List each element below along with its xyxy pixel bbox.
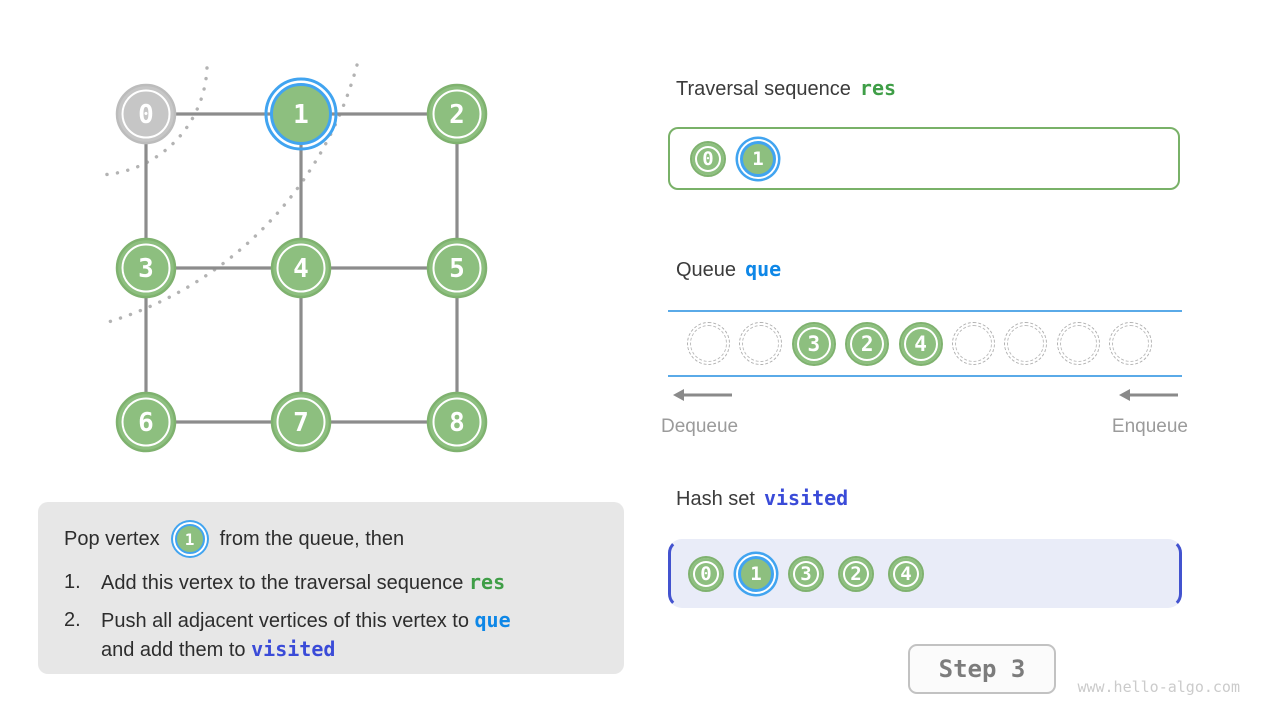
- instruction-panel: Pop vertex 1 from the queue, then 1. Add…: [38, 502, 624, 674]
- traversal-section-title: Traversal sequence res: [676, 76, 896, 101]
- svg-text:8: 8: [449, 408, 465, 438]
- instruction-step-1-number: 1.: [64, 571, 81, 593]
- watermark-text: www.hello-algo.com: [1077, 678, 1240, 696]
- instruction-current-vertex-chip: 1: [174, 524, 205, 554]
- hashset-title-text: Hash set: [676, 488, 755, 510]
- queue-slot-empty: [951, 322, 995, 365]
- traversal-vertex-1-current: 1: [740, 140, 776, 177]
- instruction-step-1: 1. Add this vertex to the traversal sequ…: [64, 568, 598, 597]
- enqueue-label: Enqueue: [1111, 416, 1188, 437]
- hashset-vertex-4: 4: [888, 555, 924, 592]
- svg-text:5: 5: [449, 254, 465, 284]
- svg-text:4: 4: [293, 254, 309, 284]
- step-button[interactable]: Step 3: [908, 644, 1056, 694]
- instruction-code-res: res: [468, 570, 506, 594]
- queue-slot-vertex: 2: [845, 321, 890, 366]
- instruction-code-que: que: [474, 608, 511, 632]
- graph-node-4: 4: [270, 237, 332, 299]
- queue-band: 3 2 4: [668, 310, 1182, 377]
- bfs-wavefront-arc-inner: [98, 66, 209, 177]
- svg-text:0: 0: [138, 100, 154, 130]
- instruction-step-2-text: Push all adjacent vertices of this verte…: [101, 608, 511, 661]
- queue-slot-empty: [687, 322, 730, 365]
- svg-text:2: 2: [449, 100, 465, 130]
- traversal-code-res: res: [859, 76, 897, 100]
- graph-node-2: 2: [426, 83, 488, 145]
- instruction-step-2: 2. Push all adjacent vertices of this ve…: [64, 606, 598, 664]
- svg-text:6: 6: [138, 408, 154, 438]
- graph-node-6: 6: [115, 391, 177, 453]
- graph-node-0: 0: [115, 83, 177, 145]
- queue-slot-vertex: 4: [898, 321, 943, 366]
- queue-slot-vertex: 3: [791, 321, 836, 366]
- traversal-title-text: Traversal sequence: [676, 78, 851, 100]
- traversal-vertex-0: 0: [690, 140, 726, 177]
- svg-text:3: 3: [138, 254, 154, 284]
- instruction-step-2-number: 2.: [64, 609, 81, 631]
- svg-text:7: 7: [293, 408, 309, 438]
- queue-slot-empty: [1109, 322, 1153, 365]
- dequeue-arrow-icon: [673, 389, 732, 401]
- dequeue-label: Dequeue: [661, 416, 739, 437]
- hashset-box: 0 1 3 2 4: [668, 539, 1182, 608]
- queue-slot-empty: [1056, 322, 1100, 365]
- graph-node-3: 3: [115, 237, 177, 299]
- instruction-intro: Pop vertex 1 from the queue, then: [64, 519, 598, 559]
- svg-text:1: 1: [293, 100, 309, 130]
- traversal-sequence-box: 0 1: [668, 127, 1180, 190]
- queue-title-text: Queue: [676, 259, 737, 281]
- queue-slot-empty: [1004, 322, 1048, 365]
- hashset-section-title: Hash set visited: [676, 486, 848, 511]
- instruction-intro-post: from the queue, then: [219, 527, 405, 550]
- graph-node-7: 7: [270, 391, 332, 453]
- hashset-vertex-1-current: 1: [738, 555, 774, 592]
- hashset-vertex-2: 2: [838, 555, 874, 592]
- graph-node-8: 8: [426, 391, 488, 453]
- queue-code-que: que: [745, 257, 782, 281]
- hashset-vertex-0: 0: [688, 555, 724, 592]
- bfs-graph: 0 1 2 3 4 5: [98, 63, 488, 453]
- hashset-code-visited: visited: [763, 486, 849, 510]
- queue-section-title: Queue que: [676, 257, 781, 282]
- instruction-step-1-text: Add this vertex to the traversal sequenc…: [101, 570, 506, 594]
- graph-node-1: 1: [264, 77, 338, 151]
- instruction-code-visited: visited: [251, 637, 336, 661]
- queue-slot-empty: [739, 322, 783, 365]
- graph-node-5: 5: [426, 237, 488, 299]
- enqueue-arrow-icon: [1119, 389, 1178, 401]
- hashset-vertex-3: 3: [788, 555, 824, 592]
- instruction-intro-pre: Pop vertex: [64, 527, 160, 550]
